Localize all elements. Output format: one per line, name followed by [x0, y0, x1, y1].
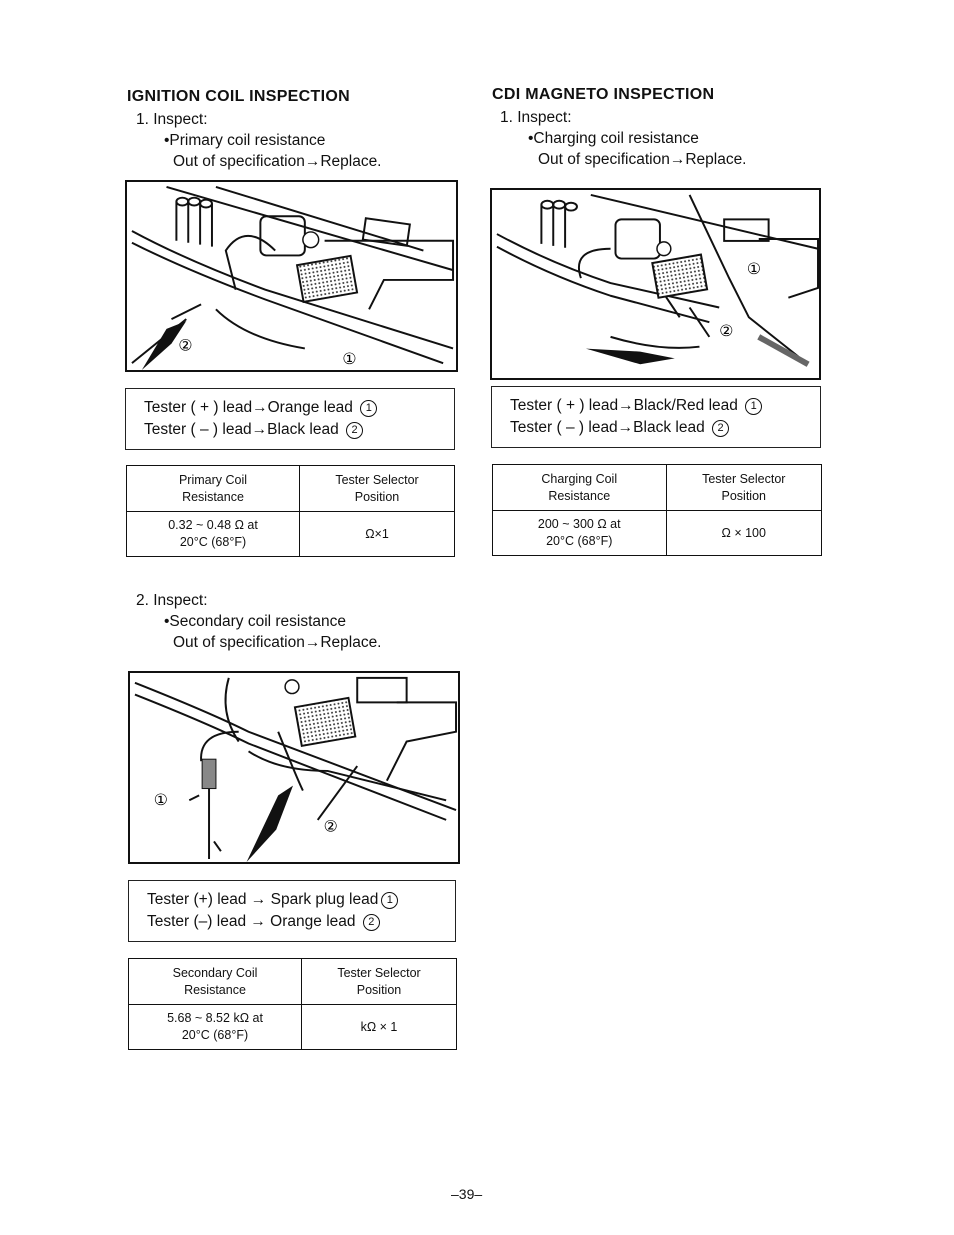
ignition-step1-label: 1. Inspect: — [136, 111, 208, 128]
primary-coil-illustration: ① ② — [125, 180, 458, 372]
ignition-section-title: IGNITION COIL INSPECTION — [127, 88, 350, 105]
figure2-callout-1: ① — [154, 790, 168, 809]
lead-minus-row: Tester (–) lead → Orange lead 2 — [147, 911, 455, 933]
ignition-step2-bullet: •Secondary coil resistance — [164, 613, 347, 630]
table-header-resistance: Secondary Coil Resistance — [128, 958, 302, 1005]
primary-coil-spec-table: Primary Coil Resistance Tester Selector … — [126, 465, 455, 557]
lead-minus-row: Tester ( – ) lead→Black lead 2 — [510, 417, 820, 439]
table-header-resistance: Primary Coil Resistance — [126, 465, 300, 512]
callout-1: 1 — [360, 400, 378, 417]
table-header-selector: Tester Selector Position — [299, 465, 455, 512]
figure2-callout-2: ② — [324, 817, 338, 836]
secondary-coil-illustration: ① ② — [128, 671, 460, 864]
table-header-resistance: Charging Coil Resistance — [492, 464, 667, 511]
charging-coil-spec-table: Charging Coil Resistance Tester Selector… — [492, 464, 822, 556]
figure1-callout-2: ② — [178, 335, 192, 354]
table-cell-selector-value: kΩ × 1 — [301, 1004, 457, 1050]
ignition-step2-action: Out of specification→Replace. — [173, 634, 382, 651]
table-cell-selector-value: Ω × 100 — [665, 510, 822, 556]
figure1-callout-1: ① — [342, 349, 356, 368]
lead-minus-row: Tester ( – ) lead→Black lead 2 — [144, 419, 454, 441]
table-cell-resistance-value: 0.32 ~ 0.48 Ω at 20°C (68°F) — [126, 511, 300, 557]
callout-2: 2 — [346, 422, 364, 439]
callout-1: 1 — [381, 892, 399, 909]
lead-plus-row: Tester ( + ) lead→Orange lead 1 — [144, 397, 454, 419]
table-cell-resistance-value: 5.68 ~ 8.52 kΩ at 20°C (68°F) — [128, 1004, 302, 1050]
table-header-selector: Tester Selector Position — [665, 464, 822, 511]
callout-1: 1 — [745, 398, 763, 415]
table-cell-selector-value: Ω×1 — [299, 511, 455, 557]
cdi-step1-label: 1. Inspect: — [500, 109, 572, 126]
lead-plus-row: Tester ( + ) lead→Black/Red lead 1 — [510, 395, 820, 417]
callout-2: 2 — [362, 914, 380, 931]
primary-coil-lead-connections: Tester ( + ) lead→Orange lead 1 Tester (… — [125, 388, 455, 450]
charging-coil-illustration: ① ② — [490, 188, 821, 380]
callout-2: 2 — [712, 420, 730, 437]
cdi-figure-callout-2: ② — [719, 321, 733, 340]
page-number: –39– — [451, 1186, 483, 1202]
table-cell-resistance-value: 200 ~ 300 Ω at 20°C (68°F) — [492, 510, 667, 556]
ignition-step1-action: Out of specification→Replace. — [173, 153, 382, 170]
cdi-step1-bullet: •Charging coil resistance — [528, 130, 699, 147]
table-header-selector: Tester Selector Position — [301, 958, 457, 1005]
cdi-section-title: CDI MAGNETO INSPECTION — [492, 86, 715, 103]
ignition-step1-bullet: •Primary coil resistance — [164, 132, 326, 149]
secondary-coil-spec-table: Secondary Coil Resistance Tester Selecto… — [128, 958, 457, 1050]
ignition-step2-label: 2. Inspect: — [136, 592, 208, 609]
charging-coil-lead-connections: Tester ( + ) lead→Black/Red lead 1 Teste… — [491, 386, 821, 448]
cdi-step1-action: Out of specification→Replace. — [538, 151, 747, 168]
cdi-figure-callout-1: ① — [747, 259, 761, 278]
